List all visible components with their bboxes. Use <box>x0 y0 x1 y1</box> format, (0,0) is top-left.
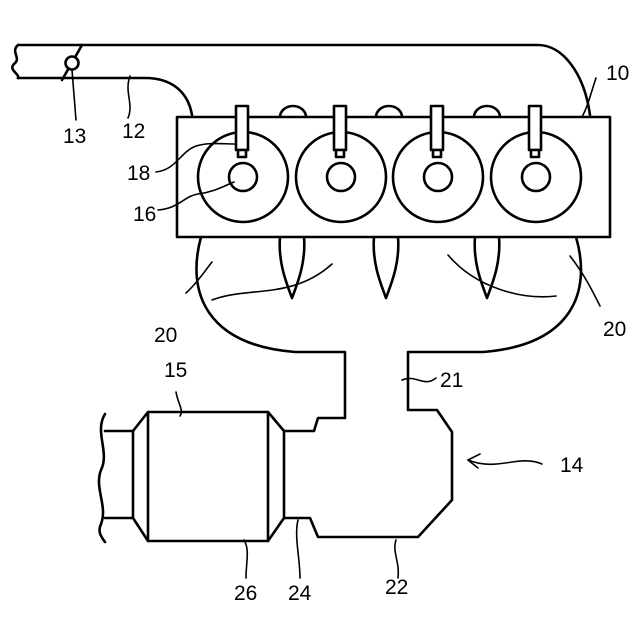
injector-tip-3 <box>433 150 441 157</box>
runner-separators <box>280 237 500 298</box>
label-exhaust-passage: 14 <box>560 454 584 477</box>
label-throttle: 13 <box>63 125 86 148</box>
injector-3 <box>431 106 443 150</box>
label-catalyst: 15 <box>164 359 187 382</box>
label-inlet-cone: 24 <box>288 582 312 605</box>
label-collector: 21 <box>440 369 463 392</box>
catalytic-converter <box>133 412 284 541</box>
head-bumps <box>280 106 500 117</box>
injector-tip-1 <box>238 150 246 157</box>
label-manifold-right: 20 <box>603 318 626 341</box>
intake-passage <box>12 45 590 115</box>
label-manifold-left: 20 <box>154 324 177 347</box>
injector-tip-4 <box>531 150 539 157</box>
label-cylinder: 16 <box>133 203 156 226</box>
label-engine: 10 <box>606 62 629 85</box>
label-injector: 18 <box>127 162 150 185</box>
downstream-pipe <box>99 414 133 542</box>
injector-2 <box>334 106 346 150</box>
label-casing: 26 <box>234 582 257 605</box>
label-intake-passage: 12 <box>122 120 145 143</box>
label-pipe: 22 <box>385 576 408 599</box>
injector-tip-2 <box>336 150 344 157</box>
injector-4 <box>529 106 541 150</box>
catalyst-casing <box>133 412 284 541</box>
injector-1 <box>236 106 248 150</box>
